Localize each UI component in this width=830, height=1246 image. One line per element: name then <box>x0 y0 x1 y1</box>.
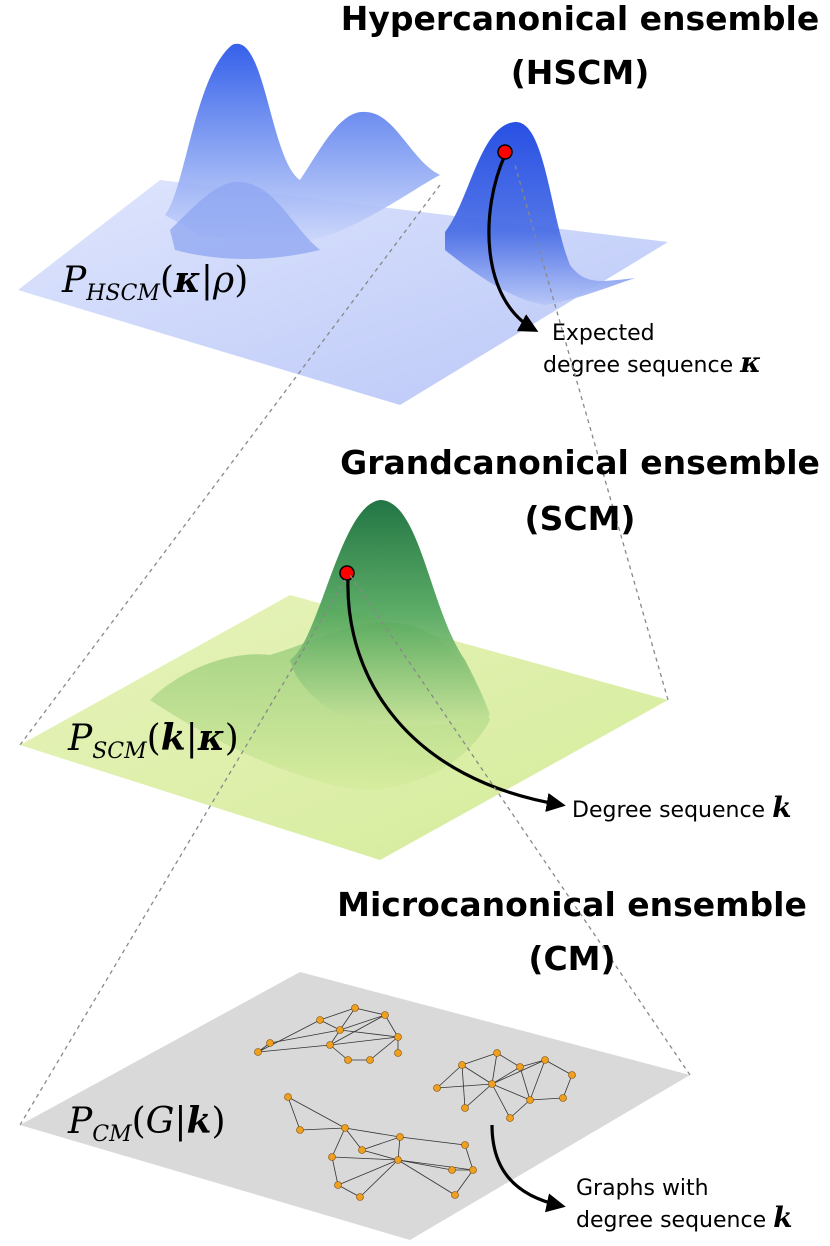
cm-annotation-line1: Graphs with <box>576 1176 709 1201</box>
hscm-title-line1: Hypercanonical ensemble <box>341 0 819 38</box>
hscm-sampling-arrow <box>487 154 539 332</box>
hscm-annotation-line2: degree sequence κ <box>543 346 761 379</box>
hscm-probability-label: PHSCM(κ|ρ) <box>61 259 248 306</box>
scm-sampling-arrow <box>346 577 566 812</box>
cm-title-line2: (CM) <box>528 939 615 978</box>
scm-title-line2: (SCM) <box>525 499 636 538</box>
graph-sample-1-nodes <box>254 1004 402 1064</box>
graph-sample-2-nodes <box>433 1049 576 1122</box>
scm-density-peak <box>290 500 490 726</box>
projection-lines-bottom <box>19 574 691 1126</box>
cm-plane <box>20 972 690 1240</box>
scm-title-line1: Grandcanonical ensemble <box>340 443 820 482</box>
cm-title-line1: Microcanonical ensemble <box>337 885 807 924</box>
cm-probability-label: PCM(G|k) <box>67 1100 226 1147</box>
cm-level: Microcanonical ensemble (CM) PCM(G|k) <box>20 885 807 1240</box>
cm-annotation-line2: degree sequence k <box>576 1201 793 1234</box>
scm-annotation: Degree sequence k <box>572 791 791 824</box>
hscm-annotation-line1: Expected <box>552 321 655 346</box>
scm-level: Grandcanonical ensemble (SCM) PSCM(k|κ) … <box>20 443 820 860</box>
cm-sampling-arrow <box>490 1124 566 1213</box>
hscm-level: Hypercanonical ensemble (HSCM) PHSCM(κ|ρ… <box>18 0 819 405</box>
graph-sample-3-nodes <box>284 1093 477 1201</box>
graph-sample-2 <box>436 1052 573 1119</box>
hscm-title-line2: (HSCM) <box>511 53 650 92</box>
graph-sample-3 <box>287 1096 474 1198</box>
hscm-density-surface-front <box>170 181 320 259</box>
hscm-sample-marker <box>497 144 513 160</box>
scm-probability-label: PSCM(k|κ) <box>67 717 239 764</box>
